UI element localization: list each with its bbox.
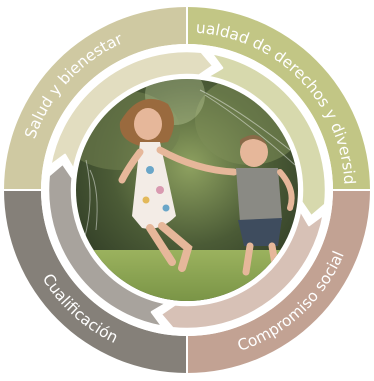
girl-figure	[118, 98, 238, 272]
segment-salud-y-bienestar	[4, 7, 187, 190]
children-playing-photo	[76, 79, 298, 301]
segment-cualificacion	[4, 190, 187, 373]
water-spray	[83, 89, 296, 241]
segment-igualdad	[187, 7, 370, 190]
photo-border	[71, 74, 303, 306]
outer-ring	[2, 5, 372, 375]
ring-gap	[41, 44, 333, 336]
boy-figure	[236, 135, 295, 276]
segment-compromiso-social	[187, 190, 370, 373]
